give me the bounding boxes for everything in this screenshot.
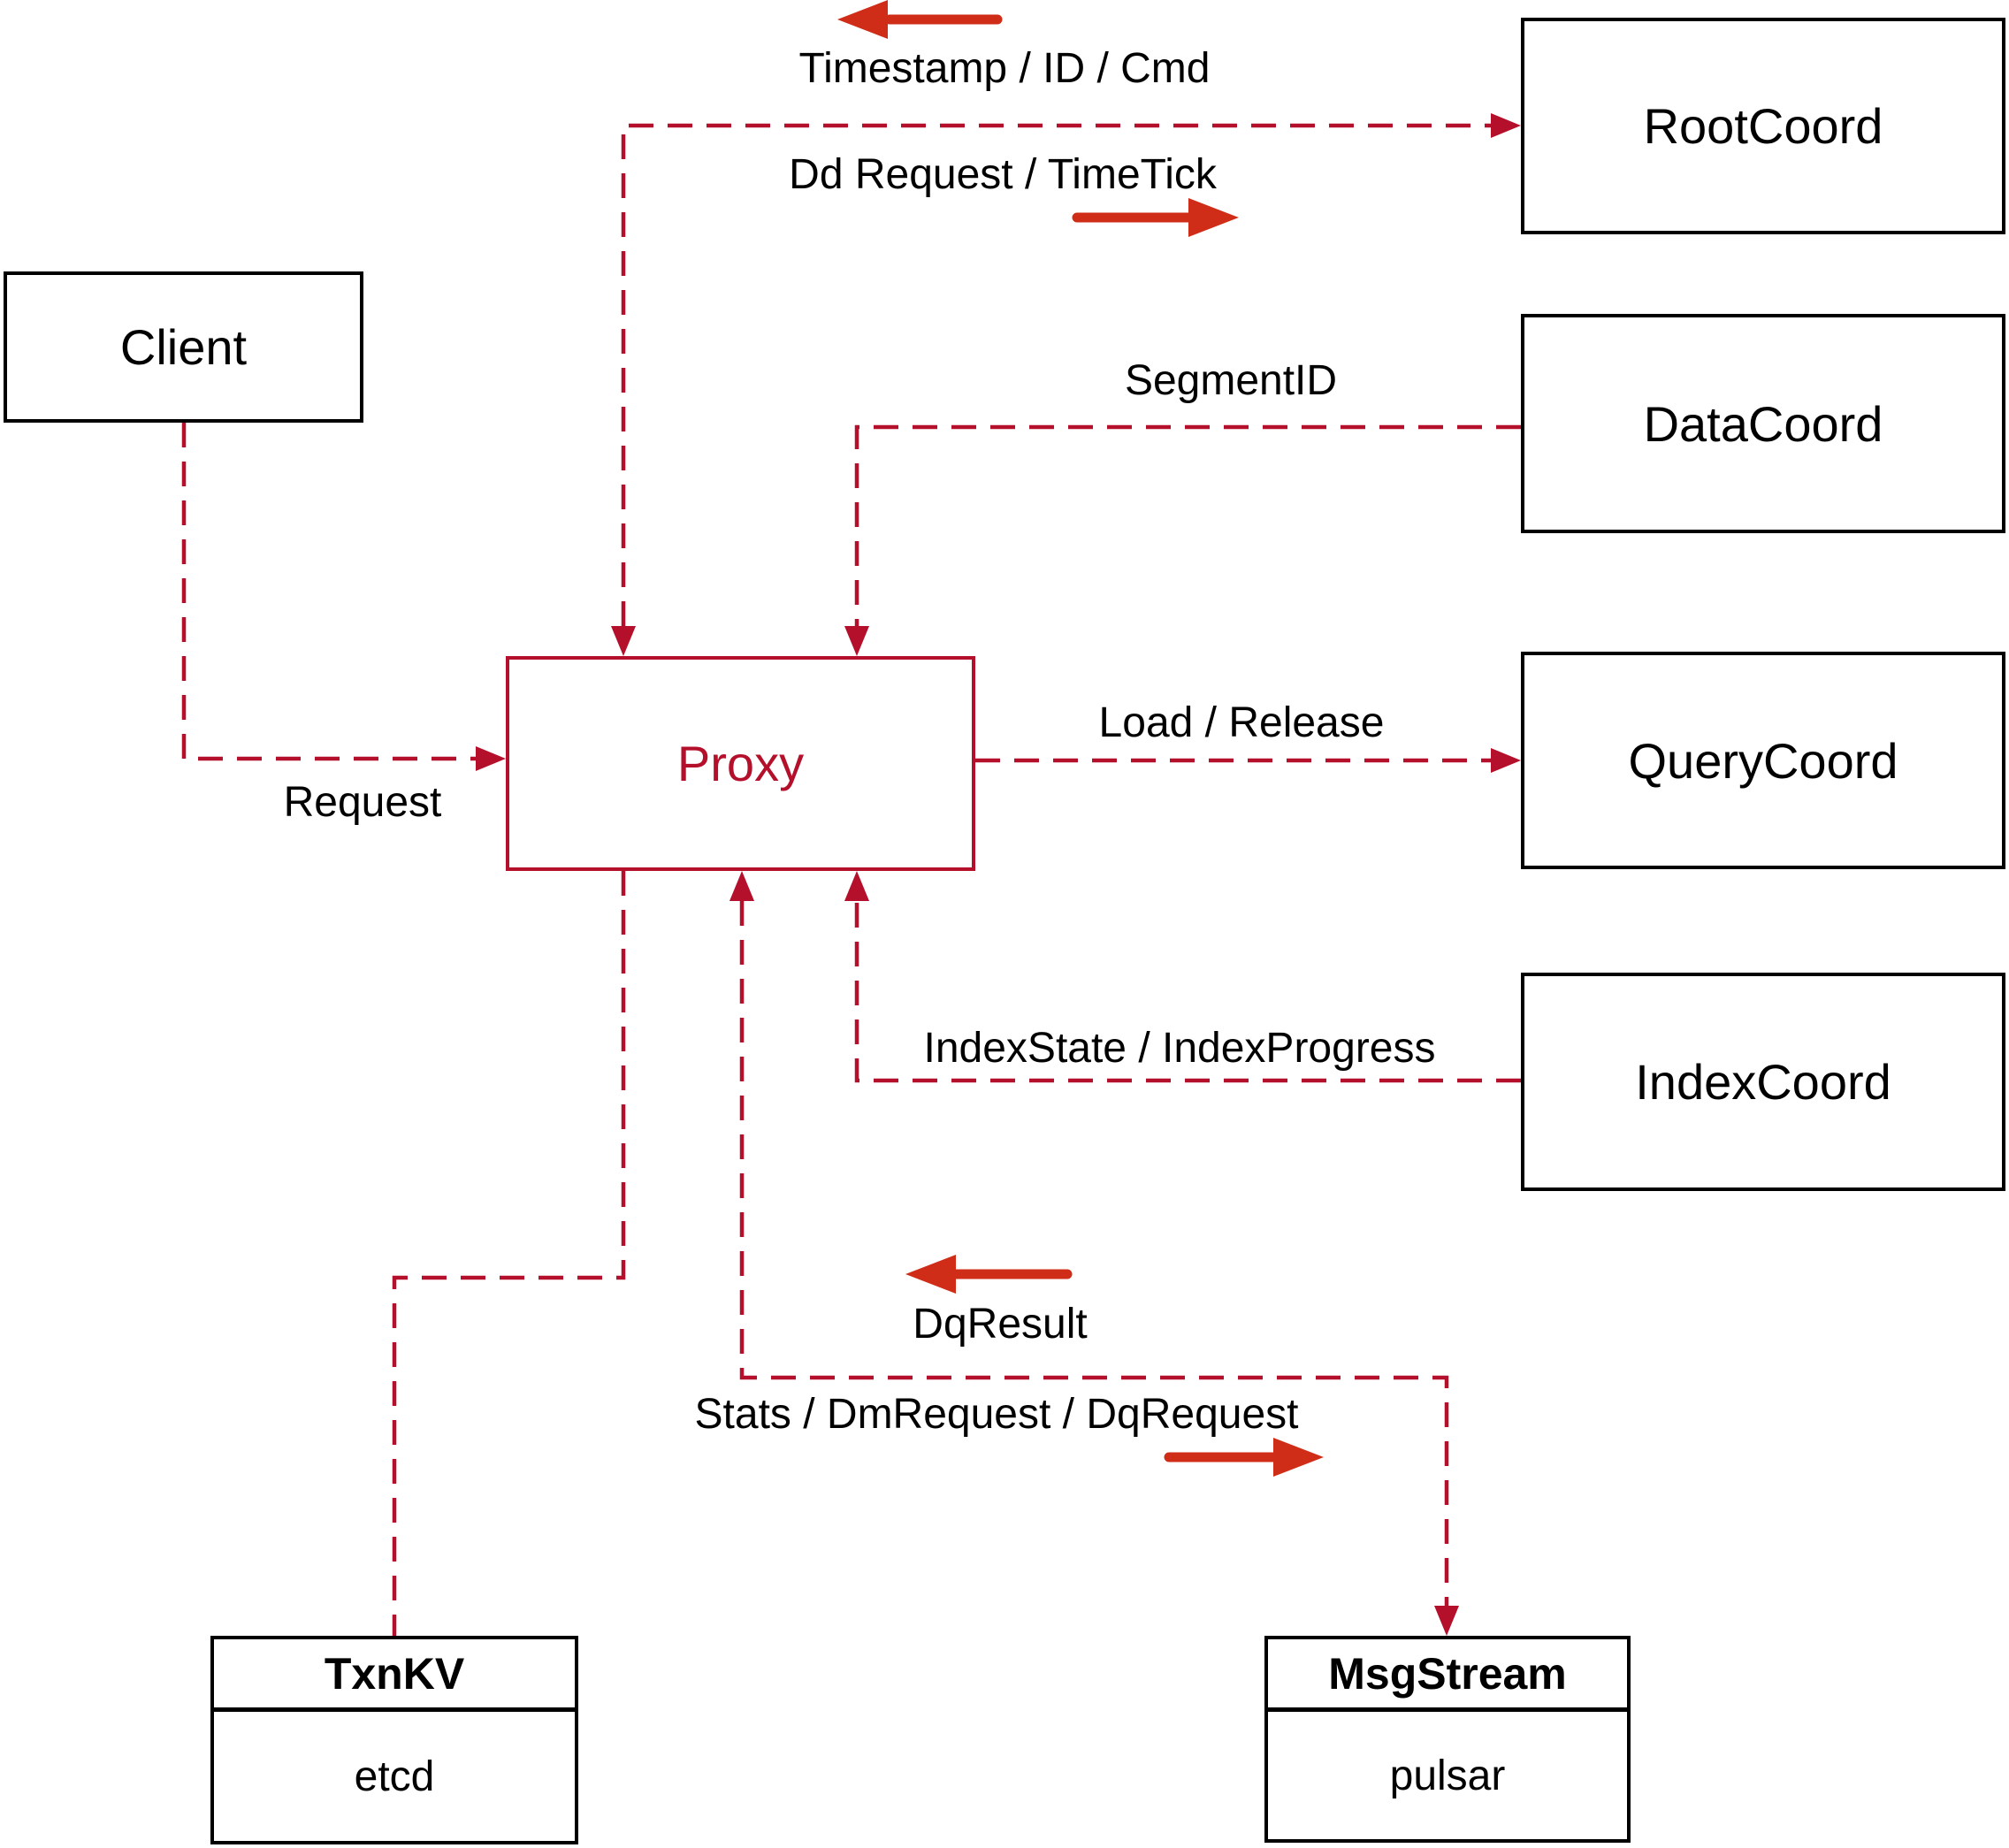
indexcoord-node: IndexCoord [1521, 973, 2005, 1191]
edge-datacoord-to-proxy [854, 424, 1521, 626]
edge-proxy-txnkv [392, 871, 626, 1636]
left-arrow-timestamp-icon [837, 0, 1003, 39]
edge-label-index-state-progress: IndexState / IndexProgress [923, 1025, 1436, 1072]
arrowhead-into-proxy-top-segment-icon [844, 626, 869, 656]
left-arrow-dq-result-icon [905, 1255, 1073, 1294]
edge-indexcoord-to-proxy [854, 901, 1521, 1083]
arrowhead-into-querycoord-icon [1491, 748, 1521, 773]
right-arrow-stats-icon [1164, 1438, 1324, 1477]
client-node: Client [4, 271, 363, 423]
arrowhead-into-proxy-bottom-msg-icon [730, 871, 754, 901]
edge-label-dq-result: DqResult [913, 1301, 1088, 1348]
datacoord-node-label: DataCoord [1643, 395, 1883, 452]
txnkv-node: TxnKV etcd [210, 1636, 578, 1844]
msgstream-node-title: MsgStream [1268, 1639, 1627, 1712]
arrowhead-into-msgstream-icon [1434, 1606, 1459, 1636]
txnkv-node-impl: etcd [354, 1753, 435, 1800]
indexcoord-node-label: IndexCoord [1635, 1054, 1891, 1110]
edge-proxy-rootcoord [621, 123, 1491, 626]
querycoord-node-label: QueryCoord [1628, 732, 1898, 789]
right-arrow-dd-request-icon [1072, 198, 1239, 237]
edge-client-to-proxy [181, 423, 476, 761]
msgstream-node-impl: pulsar [1389, 1752, 1506, 1799]
arrowhead-into-rootcoord-icon [1491, 113, 1521, 138]
edge-label-load-release: Load / Release [1098, 699, 1385, 746]
arrowhead-into-proxy-bottom-index-icon [844, 871, 869, 901]
edge-proxy-msgstream [739, 901, 1449, 1606]
rootcoord-node: RootCoord [1521, 18, 2005, 234]
edge-label-segment-id: SegmentID [1124, 357, 1338, 404]
edge-label-dd-request-timetick: Dd Request / TimeTick [789, 151, 1217, 198]
arrowhead-into-proxy-top-root-icon [611, 626, 636, 656]
edge-label-timestamp-id-cmd: Timestamp / ID / Cmd [798, 45, 1211, 92]
client-node-label: Client [119, 319, 248, 375]
proxy-node: Proxy [506, 656, 975, 871]
datacoord-node: DataCoord [1521, 314, 2005, 533]
querycoord-node: QueryCoord [1521, 652, 2005, 869]
rootcoord-node-label: RootCoord [1643, 98, 1883, 154]
msgstream-node: MsgStream pulsar [1264, 1636, 1631, 1843]
edge-label-request: Request [283, 779, 442, 826]
arrowhead-into-proxy-left-icon [476, 746, 506, 771]
txnkv-node-title: TxnKV [214, 1639, 575, 1712]
proxy-node-label: Proxy [676, 736, 805, 791]
edge-label-stats-dm-dq: Stats / DmRequest / DqRequest [694, 1391, 1299, 1438]
